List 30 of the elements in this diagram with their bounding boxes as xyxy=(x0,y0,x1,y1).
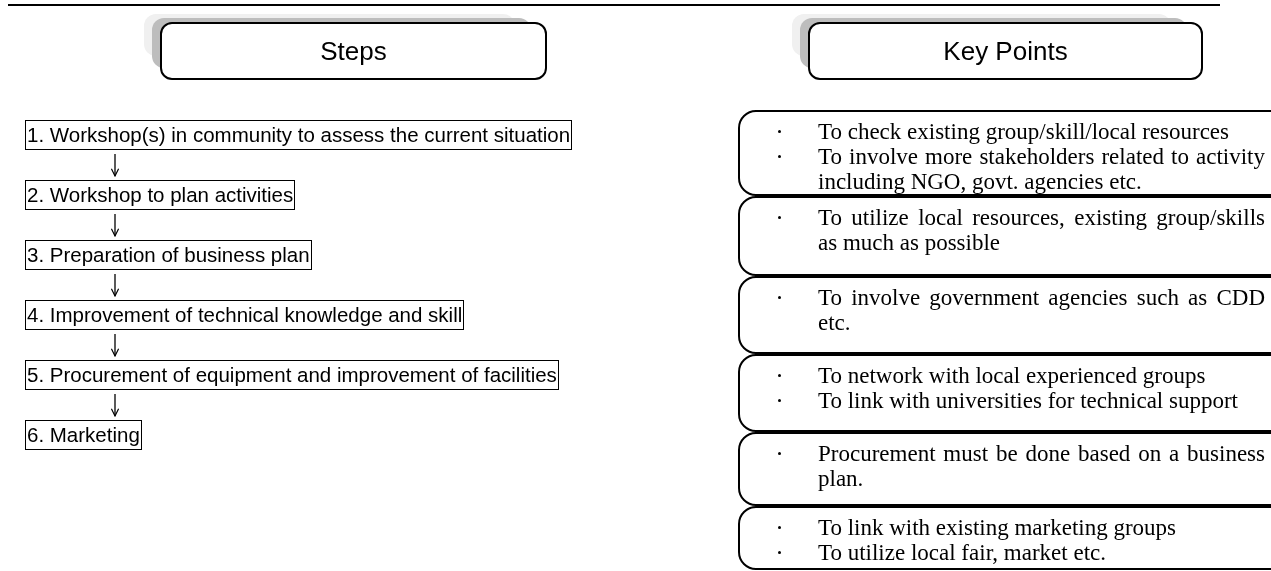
arrow xyxy=(110,213,120,237)
key-point-box xyxy=(738,196,1271,276)
key-point-box xyxy=(738,110,1271,196)
arrow xyxy=(110,153,120,177)
arrow xyxy=(110,333,120,357)
header-box xyxy=(160,22,547,80)
header-title: Steps xyxy=(320,34,387,68)
key-point-box xyxy=(738,432,1271,506)
arrow xyxy=(110,273,120,297)
step-text: 6. Marketing xyxy=(27,424,140,446)
header-box xyxy=(808,22,1203,80)
key-point-text: To involve government agencies such as CDD etc. xyxy=(818,285,1265,335)
key-point-text: Procurement must be done based on a business plan. xyxy=(818,441,1265,491)
step-text: 5. Procurement of equipment and improvement of facilities xyxy=(27,364,557,386)
key-point-box xyxy=(738,506,1271,570)
key-point-text: To utilize local fair, market etc. xyxy=(818,540,1108,565)
step-text: 4. Improvement of technical knowledge and skill xyxy=(27,304,463,326)
key-point-text: To link with universities for technical support xyxy=(818,388,1239,413)
key-point-text: To check existing group/skill/local resources xyxy=(818,119,1230,144)
step-text: 3. Preparation of business plan xyxy=(27,244,310,266)
arrow xyxy=(110,393,120,417)
key-point-text: To involve more stakeholders related to activity including NGO, govt. agencies etc. xyxy=(818,144,1265,194)
step-text: 2. Workshop to plan activities xyxy=(27,184,294,206)
key-point-text: To network with local experienced groups xyxy=(818,363,1207,388)
header-title: Key Points xyxy=(943,34,1068,68)
step-text: 1. Workshop(s) in community to assess the current situation xyxy=(27,124,571,146)
key-point-box xyxy=(738,354,1271,432)
key-point-text: To utilize local resources, existing group/skills as much as possible xyxy=(818,205,1265,255)
key-point-text: To link with existing marketing groups xyxy=(818,515,1178,540)
key-point-box xyxy=(738,276,1271,354)
